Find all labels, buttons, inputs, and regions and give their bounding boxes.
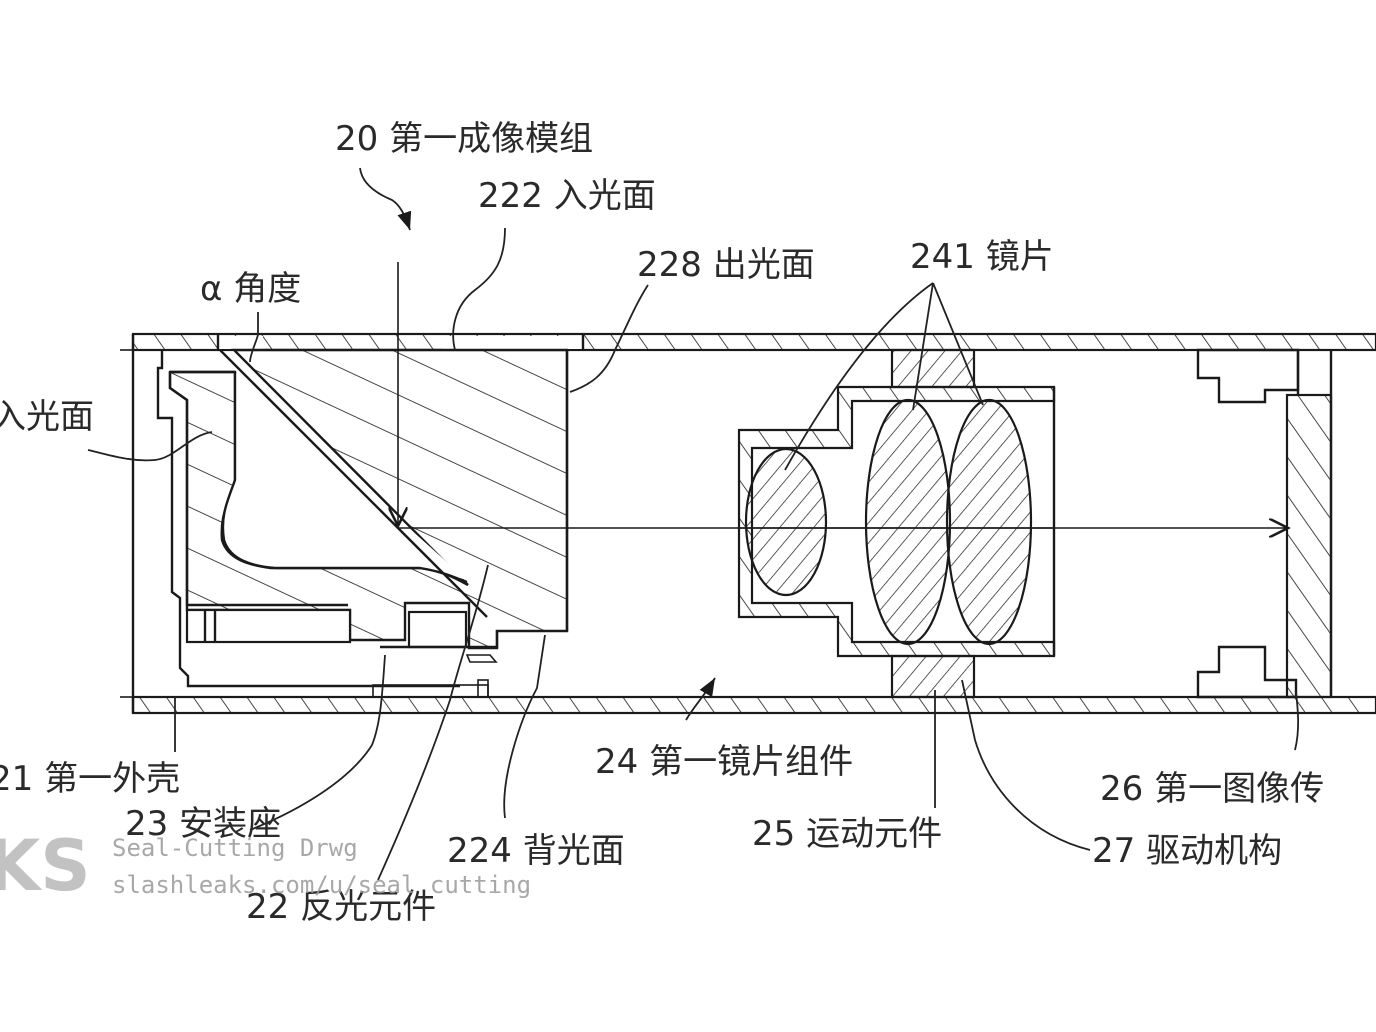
mount-block-right bbox=[407, 610, 468, 649]
housing-top-wall bbox=[131, 332, 1376, 352]
moving-element-bottom bbox=[890, 654, 976, 699]
sensor-holder-top bbox=[1196, 348, 1300, 404]
label-reflector-22: 22 反光元件 bbox=[246, 887, 436, 927]
reflective-element bbox=[168, 348, 569, 698]
watermark: KS Seal-Cutting Drwg slashleaks.com/u/se… bbox=[0, 825, 531, 907]
label-drive-27: 27 驱动机构 bbox=[1092, 831, 1282, 871]
label-light-in-left: 入光面 bbox=[0, 397, 94, 437]
label-lens-241: 241 镜片 bbox=[910, 237, 1054, 277]
moving-element-top bbox=[890, 348, 976, 389]
mount-block-left bbox=[185, 608, 352, 644]
lens-1 bbox=[744, 447, 828, 597]
image-sensor-group bbox=[1196, 348, 1333, 699]
sensor-holder-bottom bbox=[1196, 645, 1298, 699]
watermark-logo: KS bbox=[0, 825, 91, 907]
reflect-surface bbox=[219, 349, 488, 618]
label-moving-25: 25 运动元件 bbox=[752, 814, 942, 854]
label-lens-assembly-24: 24 第一镜片组件 bbox=[595, 742, 853, 782]
label-angle-alpha: α 角度 bbox=[200, 269, 301, 309]
leader-lines bbox=[87, 167, 1300, 881]
housing-bottom-wall bbox=[131, 695, 1376, 715]
label-light-in-222: 222 入光面 bbox=[478, 176, 656, 216]
label-sensor-26: 26 第一图像传 bbox=[1100, 769, 1324, 809]
labels: 20 第一成像模组 222 入光面 228 出光面 241 镜片 α 角度 入光… bbox=[0, 119, 1324, 927]
lens-3 bbox=[945, 398, 1033, 646]
label-module: 20 第一成像模组 bbox=[335, 119, 593, 159]
watermark-line1: Seal-Cutting Drwg bbox=[112, 834, 358, 862]
lens-assembly bbox=[737, 348, 1056, 699]
outer-housing bbox=[120, 332, 1376, 715]
label-mount-23: 23 安装座 bbox=[125, 804, 281, 844]
lens-2 bbox=[864, 398, 952, 646]
label-back-224: 224 背光面 bbox=[447, 831, 625, 871]
label-light-out-228: 228 出光面 bbox=[637, 245, 815, 285]
lens-barrel bbox=[737, 385, 1056, 658]
watermark-line2: slashleaks.com/u/seal cutting bbox=[112, 871, 531, 899]
image-sensor bbox=[1285, 393, 1333, 699]
label-housing-21: 21 第一外壳 bbox=[0, 759, 180, 799]
